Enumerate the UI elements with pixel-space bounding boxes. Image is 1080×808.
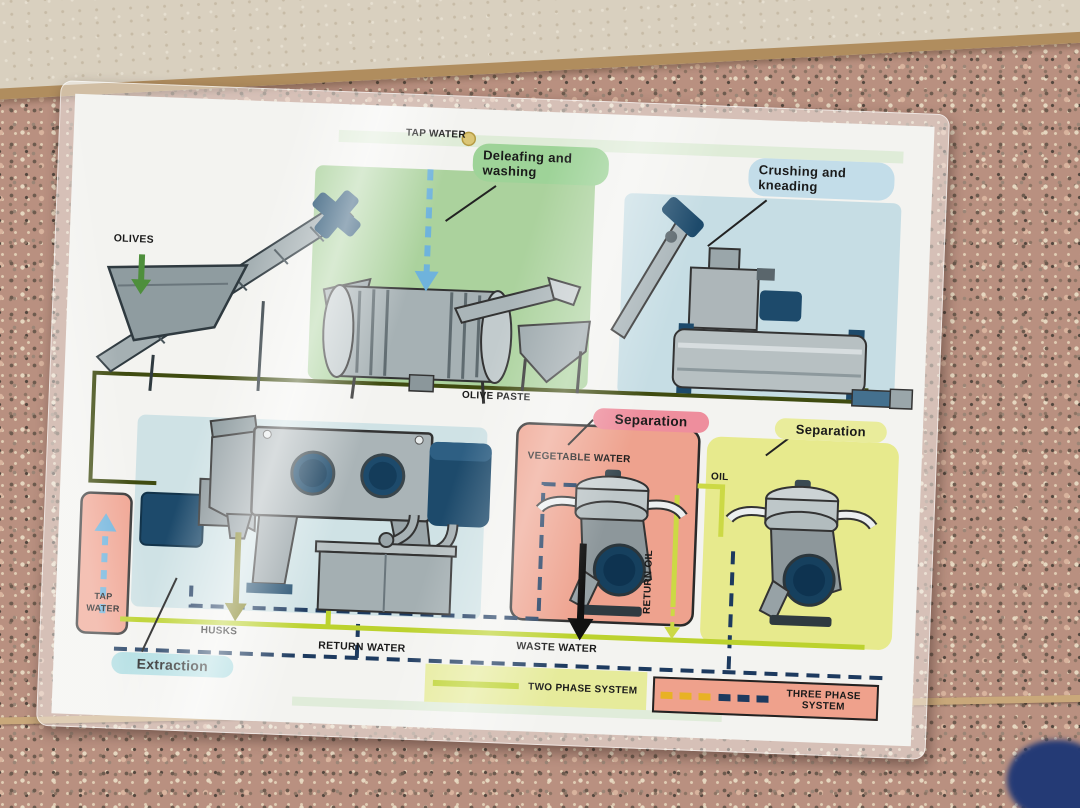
pin-dot <box>461 131 477 147</box>
extraction-label: Extraction <box>110 651 234 679</box>
conveyor-motor <box>312 190 361 239</box>
oil-feed-line <box>697 483 726 537</box>
two-phase-line-sample <box>432 679 519 690</box>
two-phase-label: TWO PHASE SYSTEM <box>527 681 638 697</box>
tap-water-left-arrow <box>94 513 117 614</box>
olives-arrow <box>131 254 152 295</box>
tap-water-top-arrow <box>414 169 439 292</box>
two-phase-line <box>119 608 865 650</box>
crushing-kneading-label: Crushing and kneading <box>747 157 896 202</box>
tap-water-box <box>75 491 133 636</box>
separation-yellow-label: Separation <box>774 417 888 444</box>
pointer-lines <box>140 185 795 653</box>
three-phase-label: THREE PHASE SYSTEM <box>786 688 862 713</box>
washer-exit-conveyor <box>453 276 592 394</box>
crusher-kneader-machine <box>610 197 914 410</box>
top-green-strip <box>338 129 904 164</box>
decanter-extraction-machine <box>139 414 492 616</box>
deleafing-washing-label: Deleafing and washing <box>472 143 610 187</box>
return-oil-dash <box>670 608 675 630</box>
oil-label: OIL <box>710 471 729 484</box>
return-water-line <box>113 616 886 681</box>
washing-machine <box>322 277 513 404</box>
waste-water-arrow <box>567 543 594 641</box>
laminated-poster: TAP WATER Deleafing and washing Crushing… <box>35 80 951 760</box>
three-phase-water-sample <box>718 693 771 703</box>
three-phase-oil-sample <box>660 691 713 701</box>
husks-arrow <box>224 532 247 622</box>
return-oil-arrowhead <box>664 626 681 640</box>
separation-pink-label: Separation <box>592 407 710 434</box>
poster-sheet: TAP WATER Deleafing and washing Crushing… <box>51 93 935 747</box>
process-diagram <box>75 129 914 722</box>
tap-water-left-label: TAP WATER <box>86 590 120 614</box>
bottom-green-strip <box>291 696 722 722</box>
tap-water-top-label: TAP WATER <box>405 127 467 141</box>
